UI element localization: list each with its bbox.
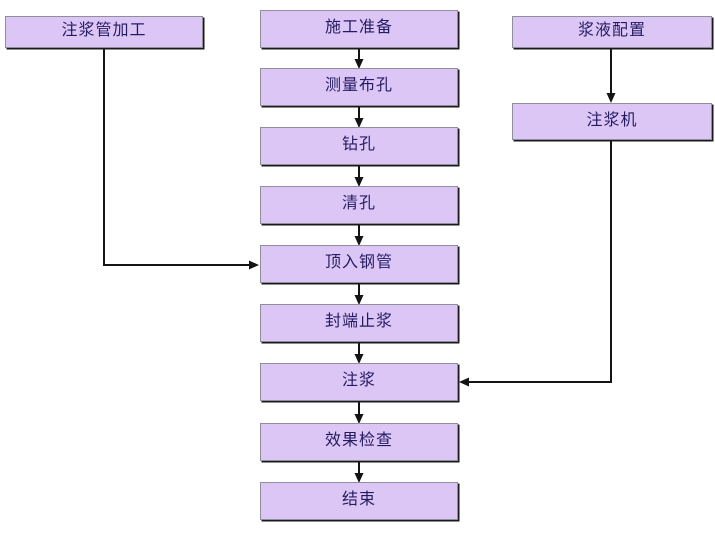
- node-label: 清孔: [341, 195, 376, 212]
- edge-grout-to-inspect: [354, 401, 364, 424]
- node-label: 钻孔: [341, 136, 376, 153]
- node-inspect[interactable]: 效果检查: [260, 423, 458, 461]
- node-grout-machine[interactable]: 注浆机: [512, 103, 712, 140]
- node-seal[interactable]: 封端止浆: [260, 304, 458, 342]
- node-label: 测量布孔: [324, 77, 393, 94]
- node-label: 浆液配置: [577, 22, 646, 39]
- node-push-pipe[interactable]: 顶入钢管: [260, 245, 458, 283]
- edge-seal-to-grout: [354, 342, 364, 364]
- edge-slurry-mix-to-grout-machine: [606, 48, 616, 103]
- node-label: 注浆: [341, 372, 376, 389]
- node-survey[interactable]: 测量布孔: [260, 68, 458, 106]
- node-prep[interactable]: 施工准备: [260, 10, 458, 48]
- node-drill[interactable]: 钻孔: [260, 127, 458, 165]
- edge-survey-to-drill: [354, 106, 364, 128]
- node-end[interactable]: 结束: [260, 482, 458, 520]
- node-label: 施工准备: [324, 19, 393, 36]
- edge-pipe-fab-to-push-pipe: [103, 48, 259, 270]
- node-label: 效果检查: [324, 432, 393, 449]
- edge-clean-to-push-pipe: [354, 224, 364, 246]
- node-label: 注浆管加工: [61, 22, 147, 39]
- node-label: 结束: [341, 491, 376, 508]
- edge-push-pipe-to-seal: [354, 283, 364, 305]
- node-label: 顶入钢管: [324, 254, 393, 271]
- node-label: 注浆机: [586, 111, 638, 129]
- edge-drill-to-clean: [354, 165, 364, 187]
- edge-inspect-to-end: [354, 461, 364, 483]
- edge-grout-machine-to-grout: [459, 140, 612, 387]
- node-pipe-fab[interactable]: 注浆管加工: [5, 16, 203, 48]
- node-grout[interactable]: 注浆: [260, 363, 458, 401]
- node-clean[interactable]: 清孔: [260, 186, 458, 224]
- edge-prep-to-survey: [354, 48, 364, 69]
- node-label: 封端止浆: [324, 313, 393, 330]
- node-slurry-mix[interactable]: 浆液配置: [512, 16, 712, 48]
